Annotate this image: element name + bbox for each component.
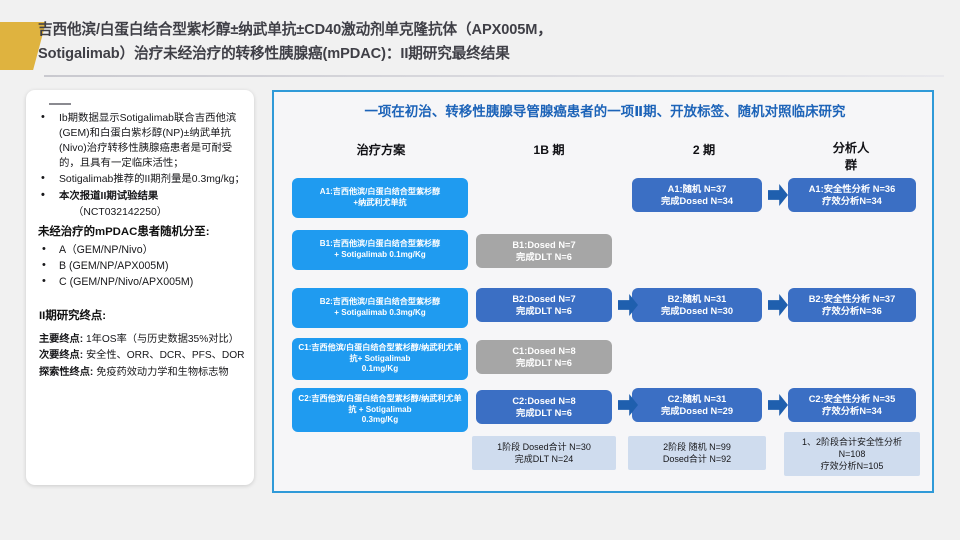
analysis-summary-line1: 1、2阶段合计安全性分析 [801,436,902,447]
background-bullet-list: Ib期数据显示Sotigalimab联合吉西他滨(GEM)和白蛋白紫杉醇(NP)… [35,110,245,204]
page-title-line1: 吉西他滨/白蛋白结合型紫杉醇±纳武单抗±CD40激动剂单克隆抗体（APX005M… [38,22,552,38]
treatment-box-b1-text: B1:吉西他滨/白蛋白结合型紫杉醇 + Sotigalimab 0.1mg/Kg [319,239,441,259]
phase1b-box-b2-line1: B2:Dosed N=7 [512,293,576,304]
phase1b-box-c2: C2:Dosed N=8 完成DLT N=6 [476,390,612,424]
analysis-box-b2: B2:安全性分析 N=37 疗效分析N=36 [788,288,916,322]
treatment-box-c1-text: C1:吉西他滨/白蛋白结合型紫杉醇/纳武利尤单抗+ Sotigalimab 0.… [298,343,462,374]
analysis-box-b2-line2: 疗效分析N=36 [822,306,882,316]
analysis-summary-box: 1、2阶段合计安全性分析 N=108 疗效分析N=105 [784,432,920,476]
analysis-summary-line2: N=108 [838,448,866,459]
treatment-box-c2-text: C2:吉西他滨/白蛋白结合型紫杉醇/纳武利尤单抗 + Sotigalimab 0… [298,394,462,425]
endpoint-exploratory-label: 探索性终点: [39,366,94,378]
phase1b-box-c2-line2: 完成DLT N=6 [516,408,572,418]
column-header-phase2: 2 期 [692,143,716,157]
phase1b-box-b2: B2:Dosed N=7 完成DLT N=6 [476,288,612,322]
endpoint-secondary-text: 安全性、ORR、DCR、PFS、DOR [86,350,245,362]
endpoint-secondary-label: 次要终点: [39,350,84,362]
phase2-summary-line1: 2阶段 随机 N=99 [663,441,731,452]
slide-title-bar: 吉西他滨/白蛋白结合型紫杉醇±纳武单抗±CD40激动剂单克隆抗体（APX005M… [0,10,960,77]
page-title-line2: Sotigalimab）治疗未经治疗的转移性胰腺癌(mPDAC)：II期研究最终… [38,46,510,62]
phase2-box-b2: B2:随机 N=31 完成Dosed N=30 [632,288,762,322]
treatment-box-a1-text: A1:吉西他滨/白蛋白结合型紫杉醇 +纳武利尤单抗 [319,187,441,207]
phase1b-summary-line2: 完成DLT N=24 [514,454,574,464]
phase2-box-c2-line2: 完成Dosed N=29 [660,406,734,416]
nct-number: （NCT032142250） [73,206,168,218]
title-divider [44,75,944,77]
treatment-box-c1: C1:吉西他滨/白蛋白结合型紫杉醇/纳武利尤单抗+ Sotigalimab 0.… [292,338,468,380]
list-item: Ib期数据显示Sotigalimab联合吉西他滨(GEM)和白蛋白紫杉醇(NP)… [35,110,245,172]
phase1b-box-c2-line1: C2:Dosed N=8 [512,395,576,406]
analysis-box-a1: A1:安全性分析 N=36 疗效分析N=34 [788,178,916,212]
page-title: 吉西他滨/白蛋白结合型紫杉醇±纳武单抗±CD40激动剂单克隆抗体（APX005M… [38,18,938,66]
phase2-summary-box: 2阶段 随机 N=99 Dosed合计 N=92 [628,436,766,470]
list-item: 本次报道II期试验结果 [35,188,245,204]
column-header-analysis: 分析人 群 [786,140,916,174]
treatment-box-b2: B2:吉西他滨/白蛋白结合型紫杉醇 + Sotigalimab 0.3mg/Kg [292,288,468,328]
treatment-box-a1: A1:吉西他滨/白蛋白结合型紫杉醇 +纳武利尤单抗 [292,178,468,218]
trial-flow-diagram: 一项在初治、转移性胰腺导管腺癌患者的一项Ⅱ期、开放标签、随机对照临床研究 治疗方… [272,90,934,493]
analysis-box-a1-line1: A1:安全性分析 N=36 [808,183,896,194]
endpoint-primary: 主要终点: 1年OS率（与历史数据35%对比） [35,332,245,349]
endpoints-heading: II期研究终点: [39,309,107,322]
analysis-box-c2: C2:安全性分析 N=35 疗效分析N=34 [788,388,916,422]
endpoint-exploratory: 探索性终点: 免疫药效动力学和生物标志物 [35,365,245,382]
phase1b-box-c1: C1:Dosed N=8 完成DLT N=6 [476,340,612,374]
phase1b-box-b1: B1:Dosed N=7 完成DLT N=6 [476,234,612,268]
endpoint-secondary: 次要终点: 安全性、ORR、DCR、PFS、DOR [35,348,245,365]
column-header-phase1b: 1B 期 [533,143,565,157]
phase1b-box-b2-line2: 完成DLT N=6 [516,306,572,316]
phase2-box-b2-line2: 完成Dosed N=30 [660,306,734,316]
phase2-box-a1: A1:随机 N=37 完成Dosed N=34 [632,178,762,212]
phase2-box-c2: C2:随机 N=31 完成Dosed N=29 [632,388,762,422]
phase1b-box-c1-line1: C1:Dosed N=8 [512,345,576,356]
randomization-heading: 未经治疗的mPDAC患者随机分至: [38,225,210,238]
list-item: A（GEM/NP/Nivo） [35,241,245,258]
list-item: B (GEM/NP/APX005M) [35,257,245,274]
phase2-box-a1-line1: A1:随机 N=37 [667,183,727,194]
analysis-summary-line3: 疗效分析N=105 [820,461,884,472]
analysis-box-b2-line1: B2:安全性分析 N=37 [808,293,896,304]
endpoint-exploratory-text: 免疫药效动力学和生物标志物 [96,366,229,378]
phase1b-box-b1-line2: 完成DLT N=6 [516,252,572,262]
analysis-box-c2-line1: C2:安全性分析 N=35 [808,393,896,404]
phase2-box-c2-line1: C2:随机 N=31 [667,393,727,404]
phase2-box-b2-line1: B2:随机 N=31 [667,293,727,304]
phase1b-summary-line1: 1阶段 Dosed合计 N=30 [497,441,591,452]
list-item: C (GEM/NP/Nivo/APX005M) [35,273,245,290]
phase1b-summary-box: 1阶段 Dosed合计 N=30 完成DLT N=24 [472,436,616,470]
endpoint-primary-label: 主要终点: [39,333,84,345]
phase2-box-a1-line2: 完成Dosed N=34 [660,196,734,206]
card-dash-mark [49,103,71,105]
column-header-treatment: 治疗方案 [356,143,406,157]
flow-diagram-title: 一项在初治、转移性胰腺导管腺癌患者的一项Ⅱ期、开放标签、随机对照临床研究 [364,104,846,119]
phase2-summary-line2: Dosed合计 N=92 [662,454,732,464]
column-header-analysis-text: 分析人 群 [832,141,870,172]
phase1b-box-c1-line2: 完成DLT N=6 [516,358,572,368]
analysis-box-c2-line2: 疗效分析N=34 [822,406,882,416]
treatment-box-b1: B1:吉西他滨/白蛋白结合型紫杉醇 + Sotigalimab 0.1mg/Kg [292,230,468,270]
phase1b-box-b1-line1: B1:Dosed N=7 [512,239,576,250]
list-item: Sotigalimab推荐的II期剂量是0.3mg/kg； [35,171,245,187]
study-summary-card: Ib期数据显示Sotigalimab联合吉西他滨(GEM)和白蛋白紫杉醇(NP)… [26,90,254,485]
arrow-phase2-to-analysis-b2 [768,294,788,316]
treatment-box-c2: C2:吉西他滨/白蛋白结合型紫杉醇/纳武利尤单抗 + Sotigalimab 0… [292,388,468,432]
arrow-phase2-to-analysis-a1 [768,184,788,206]
endpoint-primary-text: 1年OS率（与历史数据35%对比） [86,333,239,345]
arrow-phase2-to-analysis-c2 [768,394,788,416]
treatment-box-b2-text: B2:吉西他滨/白蛋白结合型紫杉醇 + Sotigalimab 0.3mg/Kg [319,297,441,317]
analysis-box-a1-line2: 疗效分析N=34 [822,196,882,206]
